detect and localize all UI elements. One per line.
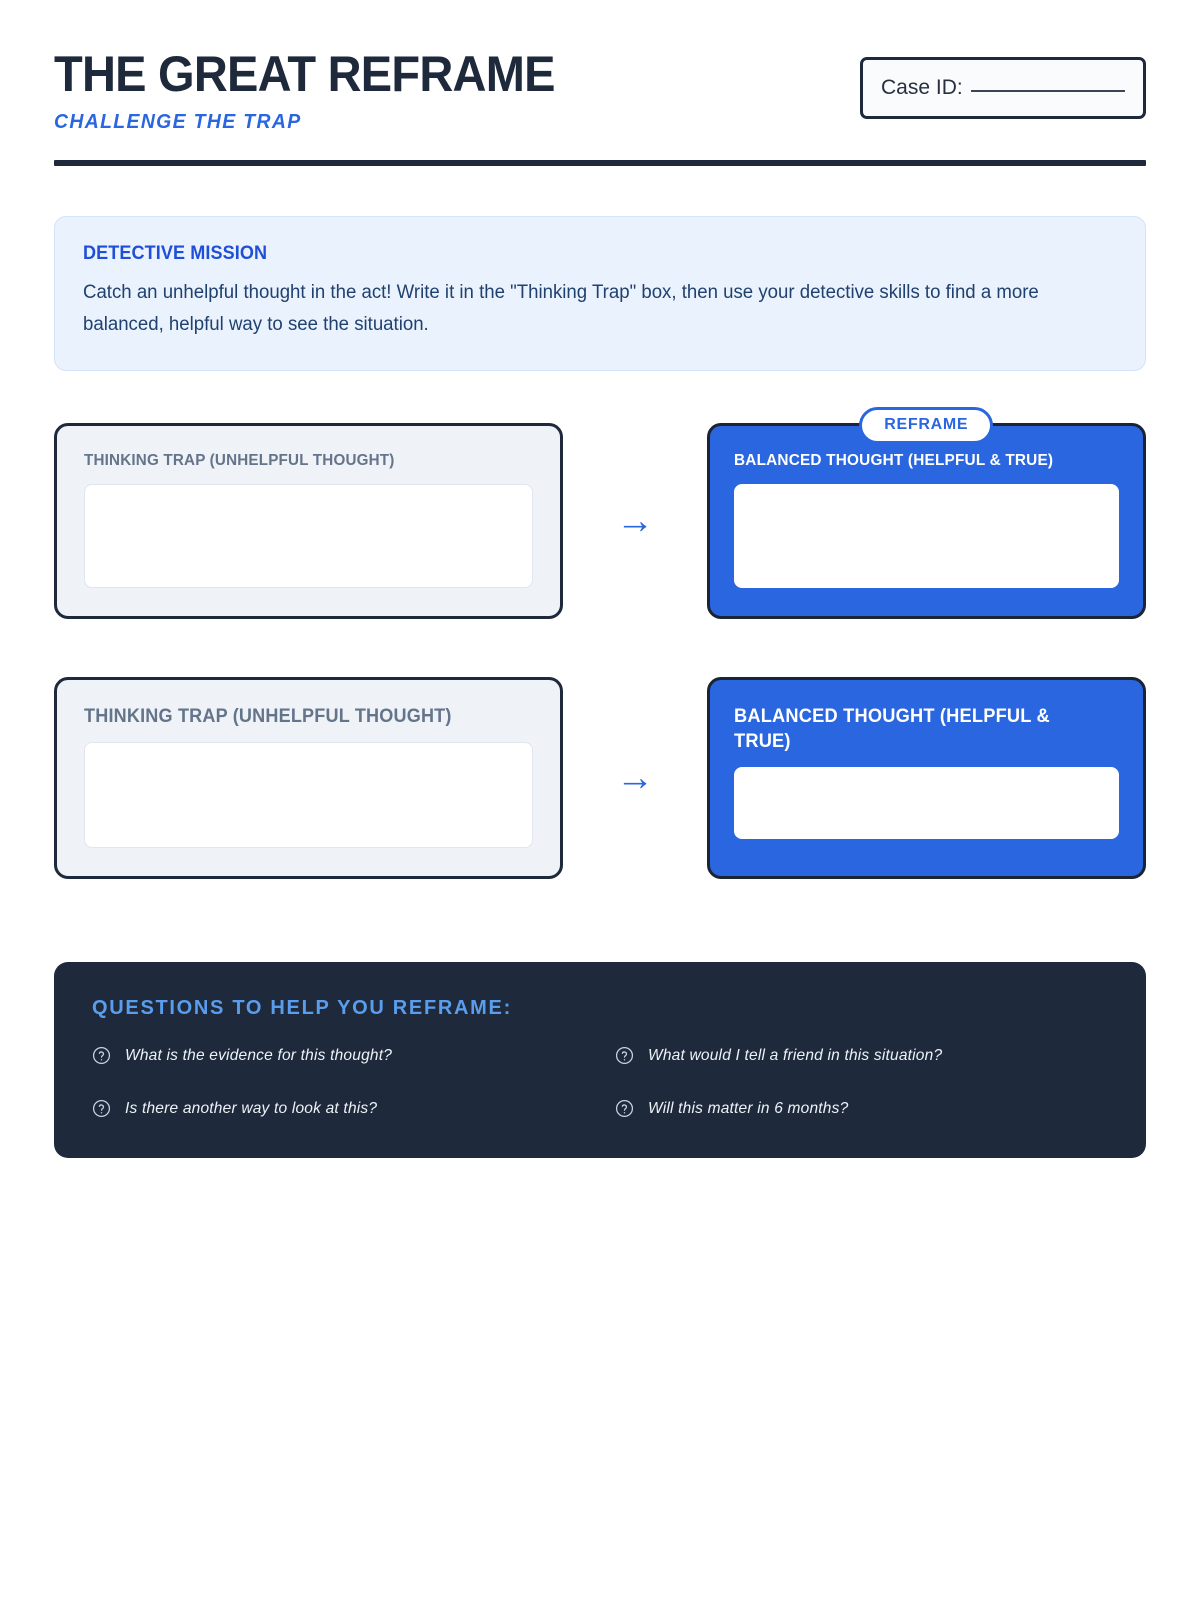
reframe-badge: REFRAME [859, 407, 994, 445]
question-text: What is the evidence for this thought? [125, 1046, 393, 1064]
balanced-thought-card-1: REFRAME BALANCED THOUGHT (HELPFUL & TRUE… [706, 407, 1146, 620]
question-item: What is the evidence for this thought? [92, 1046, 585, 1065]
balanced-thought-card-2: BALANCED THOUGHT (HELPFUL & TRUE) [706, 677, 1146, 880]
thinking-trap-card-2: THINKING TRAP (UNHELPFUL THOUGHT) [54, 677, 564, 880]
balanced-thought-label: BALANCED THOUGHT (HELPFUL & TRUE) [733, 452, 1053, 470]
reframe-rows: THINKING TRAP (UNHELPFUL THOUGHT) → REFR… [54, 407, 1146, 880]
reframe-row: THINKING TRAP (UNHELPFUL THOUGHT) → REFR… [54, 407, 1146, 620]
case-id-input-line[interactable] [970, 89, 1125, 92]
questions-title: QUESTIONS TO HELP YOU REFRAME: [92, 997, 512, 1020]
question-text: Is there another way to look at this? [125, 1099, 378, 1117]
detective-mission-panel: DETECTIVE MISSION Catch an unhelpful tho… [54, 216, 1146, 372]
question-text: What would I tell a friend in this situa… [648, 1046, 943, 1064]
question-circle-icon [92, 1100, 111, 1118]
case-id-label: Case ID: [881, 76, 963, 99]
page-title: THE GREAT REFRAME [54, 46, 555, 102]
question-circle-icon [92, 1047, 111, 1065]
questions-grid: What is the evidence for this thought? W… [92, 1046, 1108, 1118]
title-block: THE GREAT REFRAME CHALLENGE THE TRAP [54, 44, 587, 134]
question-circle-icon [615, 1047, 634, 1065]
thinking-trap-input-1[interactable] [84, 484, 534, 589]
thinking-trap-label: THINKING TRAP (UNHELPFUL THOUGHT) [84, 706, 452, 728]
header-divider [54, 160, 1146, 166]
arrow-right-icon: → [615, 757, 654, 800]
page-header: THE GREAT REFRAME CHALLENGE THE TRAP Cas… [54, 0, 1146, 134]
balanced-thought-input-2[interactable] [733, 767, 1119, 840]
thinking-trap-card-1: THINKING TRAP (UNHELPFUL THOUGHT) [54, 423, 564, 620]
arrow-cell: → [563, 677, 706, 879]
thinking-trap-input-2[interactable] [84, 742, 534, 849]
questions-panel: QUESTIONS TO HELP YOU REFRAME: What is t… [54, 962, 1146, 1159]
question-item: Is there another way to look at this? [92, 1099, 585, 1118]
arrow-right-icon: → [615, 500, 654, 543]
mission-title: DETECTIVE MISSION [83, 243, 268, 264]
page-subtitle: CHALLENGE THE TRAP [54, 111, 302, 133]
mission-body: Catch an unhelpful thought in the act! W… [83, 282, 1039, 335]
question-circle-icon [615, 1100, 634, 1118]
case-id-box[interactable]: Case ID: [860, 57, 1146, 119]
question-item: Will this matter in 6 months? [615, 1099, 1108, 1118]
balanced-thought-input-1[interactable] [733, 484, 1119, 589]
question-item: What would I tell a friend in this situa… [615, 1046, 1108, 1065]
reframe-row: THINKING TRAP (UNHELPFUL THOUGHT) → BALA… [54, 677, 1146, 880]
question-text: Will this matter in 6 months? [648, 1099, 849, 1117]
balanced-thought-label: BALANCED THOUGHT (HELPFUL & TRUE) [733, 706, 1050, 753]
thinking-trap-label: THINKING TRAP (UNHELPFUL THOUGHT) [84, 452, 395, 470]
arrow-cell: → [563, 423, 706, 619]
